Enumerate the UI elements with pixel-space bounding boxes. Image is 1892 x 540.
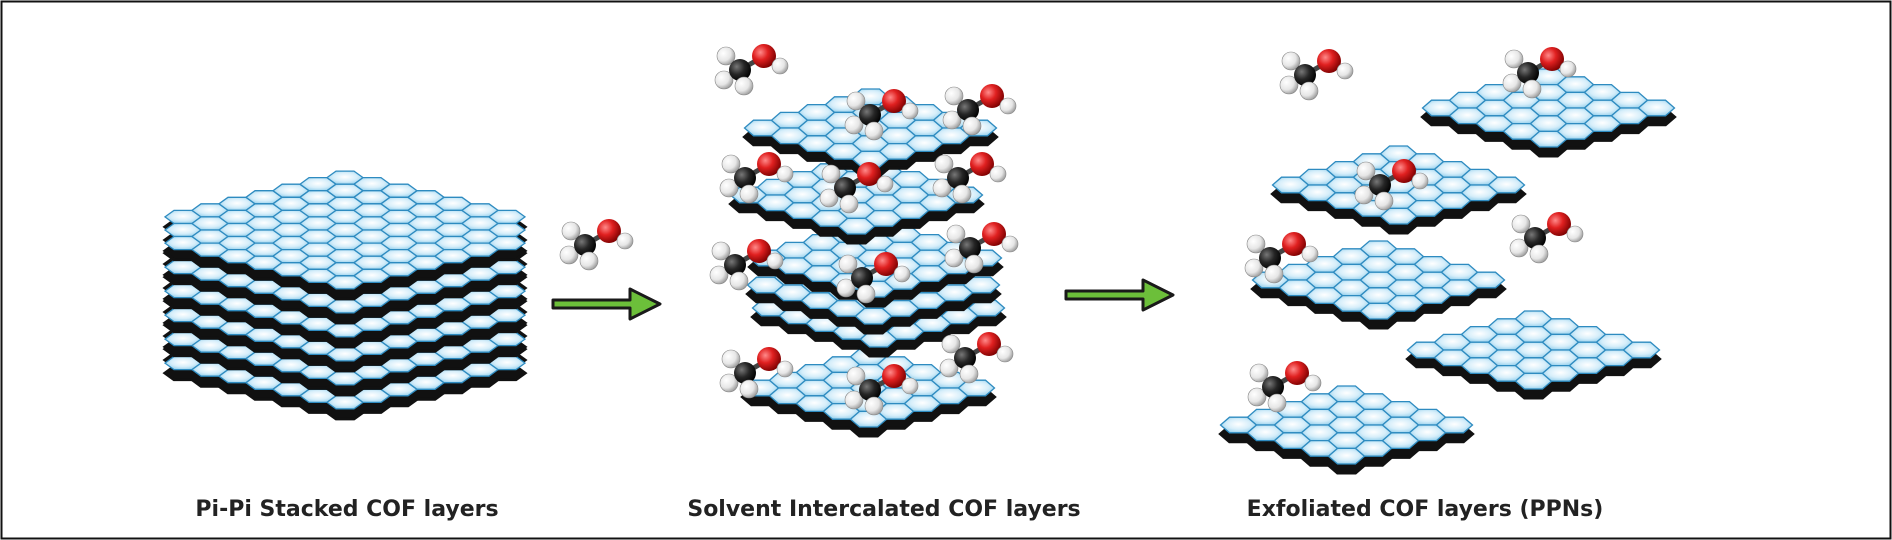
caption-stacked: Pi-Pi Stacked COF layers bbox=[195, 497, 498, 522]
caption-exfoliated: Exfoliated COF layers (PPNs) bbox=[1247, 497, 1604, 522]
stacked-cof-panel bbox=[165, 171, 525, 419]
caption-intercalated: Solvent Intercalated COF layers bbox=[687, 497, 1080, 522]
